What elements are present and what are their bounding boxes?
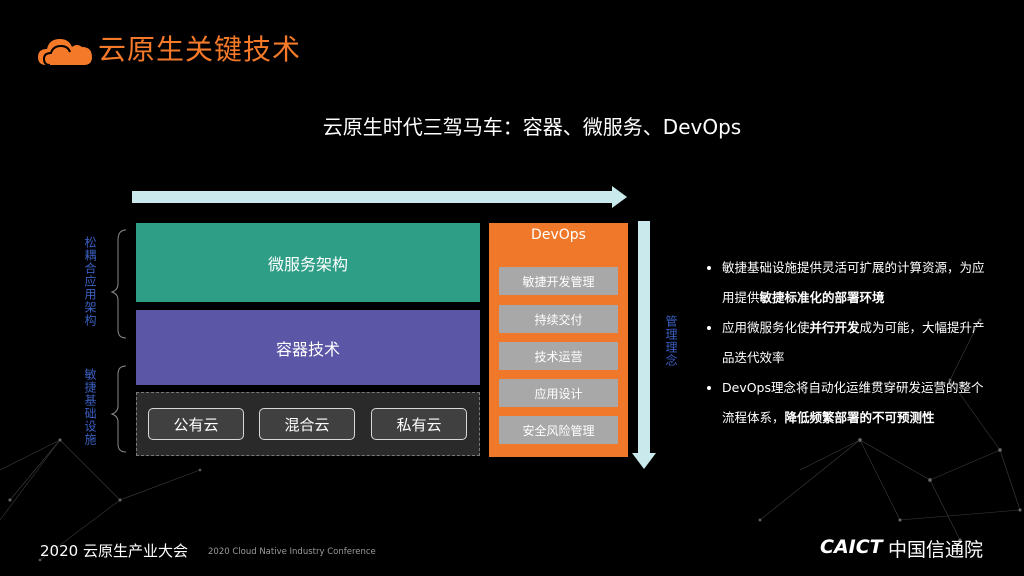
footer-event-cn: 2020 云原生产业大会 bbox=[40, 542, 188, 560]
devops-item-security-risk: 安全风险管理 bbox=[499, 416, 618, 444]
containers-label: 容器技术 bbox=[275, 339, 340, 359]
caict-logo-cn: 中国信通院 bbox=[888, 539, 984, 561]
bullet-item: 敏捷基础设施提供灵活可扩展的计算资源，为应用提供敏捷标准化的部署环境 bbox=[722, 253, 994, 313]
left-brackets bbox=[110, 229, 127, 453]
footer-event-en: 2020 Cloud Native Industry Conference bbox=[208, 547, 376, 557]
public-cloud-box: 公有云 bbox=[148, 408, 244, 440]
bullet-item: DevOps理念将自动化运维贯穿研发运营的整个流程体系，降低频繁部署的不可预测性 bbox=[722, 373, 994, 433]
microservices-label: 微服务架构 bbox=[267, 254, 348, 274]
left-label-agile-infrastructure: 敏捷基础设施 bbox=[83, 368, 97, 446]
devops-item-tech-operations: 技术运营 bbox=[499, 342, 618, 370]
slide-subtitle: 云原生时代三驾马车：容器、微服务、DevOps bbox=[322, 115, 742, 139]
caict-logo: CAICT bbox=[820, 536, 883, 558]
bullet-item: 应用微服务化使并行开发成为可能，大幅提升产品迭代效率 bbox=[722, 313, 994, 373]
private-cloud-box: 私有云 bbox=[371, 408, 467, 440]
bullet-list: 敏捷基础设施提供灵活可扩展的计算资源，为应用提供敏捷标准化的部署环境 应用微服务… bbox=[694, 253, 994, 433]
right-label-management: 管理理念 bbox=[664, 315, 678, 367]
devops-item-app-design: 应用设计 bbox=[499, 379, 618, 407]
hybrid-cloud-box: 混合云 bbox=[259, 408, 355, 440]
devops-title: DevOps bbox=[531, 227, 586, 243]
devops-item-continuous-delivery: 持续交付 bbox=[499, 305, 618, 333]
microservices-block: 微服务架构 bbox=[136, 223, 480, 302]
left-label-loose-coupling: 松耦合应用架构 bbox=[83, 236, 97, 327]
vertical-arrow-icon bbox=[632, 221, 656, 469]
cloud-logo-icon bbox=[38, 39, 92, 66]
slide-title: 云原生关键技术 bbox=[98, 33, 302, 66]
horizontal-arrow-icon bbox=[132, 186, 627, 208]
devops-item-agile-dev: 敏捷开发管理 bbox=[499, 267, 618, 295]
containers-block: 容器技术 bbox=[136, 310, 480, 385]
